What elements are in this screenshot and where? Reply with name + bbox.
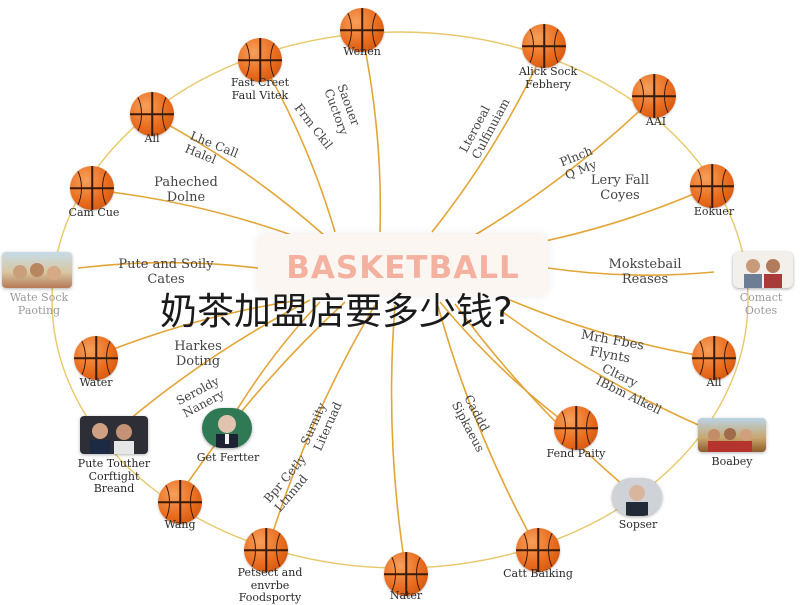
basketball-icon [384, 552, 428, 596]
node-label: Comact Ootes [739, 291, 783, 317]
group-photo [2, 252, 72, 288]
connector-line [437, 305, 539, 551]
connector-line [151, 115, 326, 237]
basketball-icon [130, 92, 174, 136]
basketball-icon [74, 336, 118, 380]
basketball-icon [692, 336, 736, 380]
overlay-title: 奶茶加盟店要多少钱? [160, 290, 513, 333]
edge-label: Pute and Soily Cates [118, 257, 214, 287]
basketball-icon [690, 164, 734, 208]
node-label: Get Fertter [196, 451, 260, 464]
node-label: Petsect and envrbe Foodsporty [237, 566, 303, 605]
center-panel [258, 234, 548, 296]
node-label: Wang [164, 518, 196, 531]
node-label: Boabey [711, 455, 753, 468]
connector-line [509, 299, 715, 359]
basketball-icon [158, 480, 202, 524]
node-label: Eokuer [693, 205, 735, 218]
node-label: Fend Paity [546, 447, 606, 460]
connector-line [499, 309, 725, 437]
connector-line [93, 189, 301, 239]
node-label: All [706, 376, 722, 389]
connector-line [361, 33, 382, 233]
connector-line [175, 301, 346, 501]
basketball-icon [340, 8, 384, 52]
basketball-icon [516, 528, 560, 572]
node-label: Water [79, 376, 113, 389]
person-photo [202, 408, 252, 448]
node-label: Catt Baiking [503, 567, 573, 580]
connector-line [267, 304, 376, 549]
basketball-icon [70, 166, 114, 210]
edge-label: Paheched Dolne [154, 175, 218, 205]
node-label: All [144, 132, 160, 145]
edge-label: Harkes Doting [174, 339, 222, 369]
node-label: Nater [389, 589, 423, 602]
edge-label: Lery Fall Coyes [590, 173, 650, 203]
node-label: Alick Sock Febhery [518, 65, 578, 91]
node-label: Sopser [618, 518, 658, 531]
group-photo [733, 252, 793, 288]
basketball-icon [238, 38, 282, 82]
person-photo [612, 478, 662, 516]
node-label: Pute Touther Corftight Breand [77, 457, 151, 496]
connector-line [454, 303, 637, 497]
node-label: AAI [645, 115, 667, 128]
group-photo [698, 418, 766, 452]
connector-line [77, 261, 259, 269]
connector-line [95, 299, 301, 357]
basketball-icon [244, 528, 288, 572]
node-label: Wate Sock Paoting [9, 291, 69, 317]
edge-label: Mokstebail Reases [608, 257, 682, 287]
connector-line [390, 304, 407, 573]
connector-line [431, 47, 546, 233]
connector-line [547, 267, 715, 276]
people-photo [80, 416, 148, 454]
node-label: Cam Cue [68, 206, 120, 219]
center-title: BASKETBALL [286, 250, 520, 286]
basketball-icon [554, 406, 598, 450]
node-label: Fast Creet Faul Vitek [230, 76, 290, 102]
connector-line [261, 61, 336, 233]
node-label: Wenen [343, 45, 381, 58]
basketball-icon [632, 74, 676, 118]
basketball-icon [522, 24, 566, 68]
